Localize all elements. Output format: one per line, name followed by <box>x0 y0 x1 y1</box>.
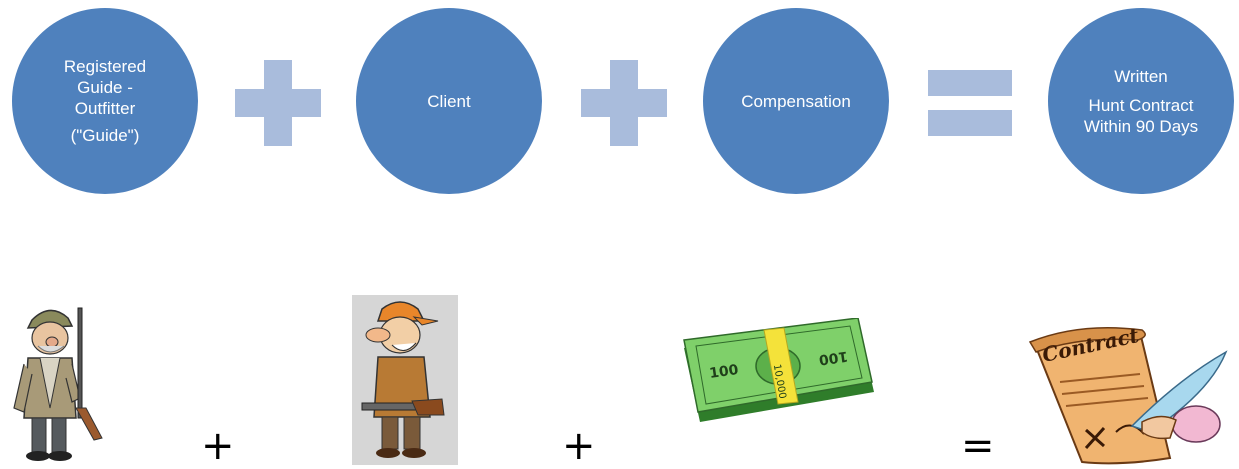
contract-line-1: Written <box>1114 66 1168 86</box>
client-circle: Client <box>356 8 542 194</box>
money-right-text: 100 <box>818 348 849 368</box>
plus-sign-2: + <box>562 423 596 469</box>
client-line-1: Client <box>427 91 471 111</box>
compensation-circle: Compensation <box>703 8 889 194</box>
guide-line-1: Registered <box>63 57 147 76</box>
plus-operator-2 <box>581 60 667 146</box>
guide-line-3: Outfitter <box>74 99 136 118</box>
contract-line-3: Within 90 Days <box>1083 116 1199 136</box>
client-hunter-illustration <box>352 295 458 465</box>
equals-operator <box>928 70 1012 136</box>
contract-line-2: Hunt Contract <box>1088 95 1194 115</box>
guide-line-4: ("Guide") <box>70 126 140 145</box>
plus-sign-1: + <box>201 423 235 469</box>
contract-circle: Written Hunt Contract Within 90 Days <box>1048 8 1234 194</box>
compensation-line-1: Compensation <box>741 91 851 111</box>
money-left-text: 100 <box>708 362 739 382</box>
guide-hunter-illustration <box>13 307 103 461</box>
plus-operator-1 <box>235 60 321 146</box>
guide-line-2: Guide - <box>77 78 133 97</box>
guide-circle: Registered Guide - Outfitter ("Guide") <box>12 8 198 194</box>
contract-scroll-illustration: Contract <box>1028 323 1228 465</box>
money-stack-illustration: 10,000 100 100 <box>683 318 874 422</box>
equals-sign: = <box>961 423 995 469</box>
